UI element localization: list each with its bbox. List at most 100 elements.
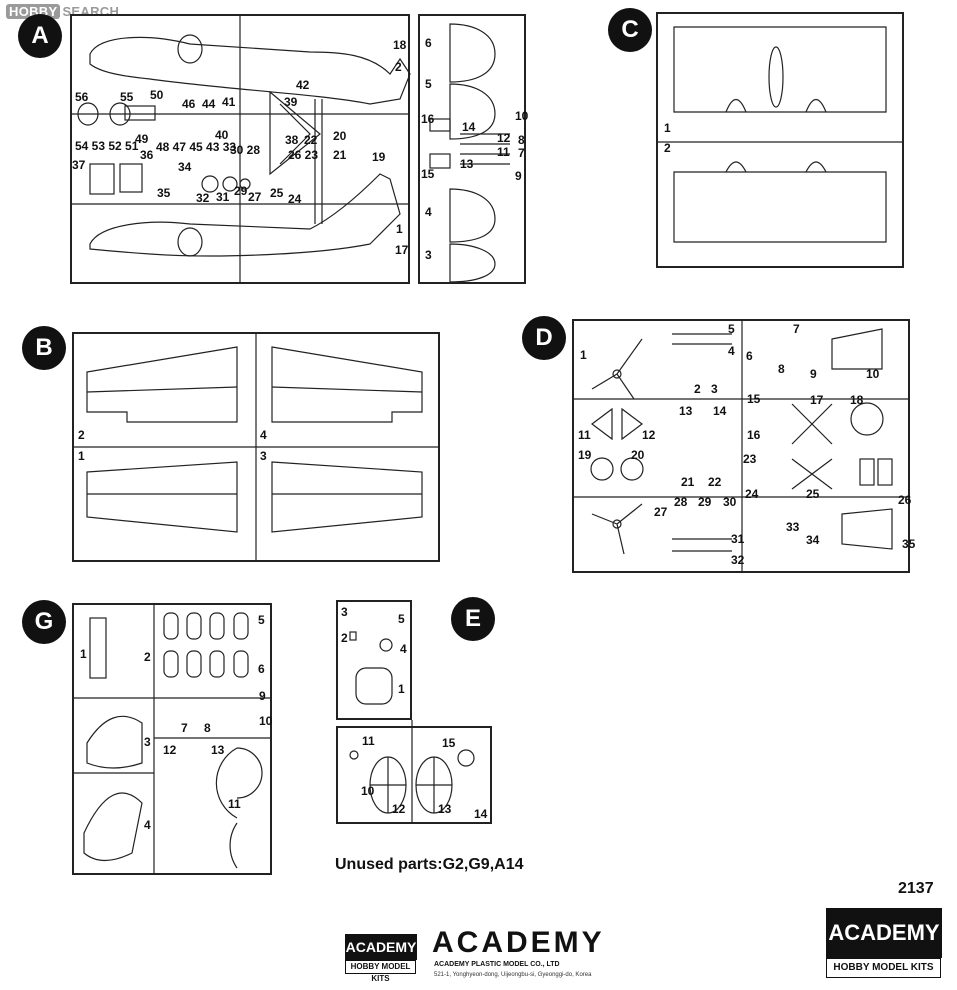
part-number: 14 [474,807,488,821]
part-number: 14 [462,120,476,134]
sprue-e-lower-frame [336,726,492,824]
part-number: 11 [362,734,375,748]
part-number: 1 [80,647,87,661]
part-number: 48 47 45 43 33 [156,140,237,154]
part-number: 2 [664,141,671,155]
part-number: 3 [144,735,151,749]
part-number: 11 [497,145,510,159]
part-number: 34 [178,160,192,174]
part-number: 13 [211,743,225,757]
part-number: 7 [181,721,188,735]
sprue-c-frame [656,12,904,268]
part-number: 10 [866,367,880,381]
part-number: 56 [75,90,89,104]
part-number: 10 [259,714,273,728]
part-number: 38 [285,133,299,147]
sprue-d-badge: D [522,316,566,360]
part-number: 5 [258,613,265,627]
part-number: 1 [398,682,405,696]
part-number: 7 [793,322,800,336]
part-number: 17 [395,243,409,257]
part-number: 40 [215,128,229,142]
part-number: 54 53 52 51 [75,139,139,153]
sprue-e-badge: E [451,597,495,641]
sprue-e-frame [336,600,412,720]
part-number: 19 [372,150,386,164]
part-number: 16 [747,428,761,442]
part-number: 6 [746,349,753,363]
part-number: 10 [361,784,375,798]
part-number: 22 [304,133,318,147]
part-number: 27 [248,190,262,204]
kit-number: 2137 [898,880,934,897]
part-number: 1 [580,348,587,362]
part-number: 2 [694,382,701,396]
part-number: 9 [515,169,522,183]
sprue-c-badge: C [608,8,652,52]
part-number: 12 [497,131,511,145]
part-number: 1 [396,222,403,236]
part-number: 25 [806,487,820,501]
part-number: 49 [135,132,149,146]
part-number: 50 [150,88,164,102]
unused-parts-note: Unused parts:G2,G9,A14 [335,856,524,873]
part-number: 1 [664,121,671,135]
part-number: 19 [578,448,592,462]
part-number: 6 [425,36,432,50]
part-number: 27 [654,505,668,519]
part-number: 2 [78,428,85,442]
sprue-g-drawing [72,603,272,875]
part-number: 5 [398,612,405,626]
sprue-d-frame [572,319,910,573]
part-number: 26 23 [288,148,319,162]
part-number: 28 [674,495,688,509]
part-number: 8 [778,362,785,376]
part-number: 44 [202,97,216,111]
company-name: ACADEMY PLASTIC MODEL CO., LTD [434,961,560,968]
part-number: 22 [708,475,722,489]
part-number: 2 [395,60,402,74]
part-number: 1 [78,449,85,463]
part-number: 4 [144,818,151,832]
part-number: 31 [216,190,230,204]
part-number: 4 [425,205,432,219]
part-number: 2 [144,650,151,664]
part-number: 8 [518,133,525,147]
part-number: 32 [196,191,210,205]
right-logo-subtitle: HOBBY MODEL KITS [826,958,941,978]
part-number: 30 [723,495,737,509]
part-number: 42 [296,78,310,92]
part-number: 11 [228,797,241,811]
part-number: 36 [140,148,154,162]
sprue-g-frame [72,603,272,875]
part-number: 8 [204,721,211,735]
part-number: 13 [438,802,452,816]
part-number: 29 [234,184,248,198]
part-number: 15 [747,392,761,406]
small-logo-subtitle: HOBBY MODEL KITS [345,960,416,983]
sprue-b-drawing [72,332,440,562]
part-number: 41 [222,95,236,109]
part-number: 6 [258,662,265,676]
part-number: 4 [400,642,407,656]
part-number: 21 [681,475,695,489]
company-address: 521-1, Yonghyeon-dong, Uijeongbu-si, Gye… [434,972,592,978]
part-number: 24 [745,487,759,501]
sprue-d-drawing [572,319,910,573]
part-number: 34 [806,533,820,547]
part-number: 5 [728,322,735,336]
part-number: 21 [333,148,347,162]
part-number: 25 [270,186,284,200]
part-number: 13 [679,404,693,418]
part-number: 5 [425,77,432,91]
small-academy-logo: ACADEMY [345,934,417,960]
part-number: 55 [120,90,134,104]
part-number: 3 [425,248,432,262]
part-number: 4 [260,428,267,442]
part-number: 15 [421,167,435,181]
part-number: 4 [728,344,735,358]
part-number: 12 [392,802,406,816]
part-number: 39 [284,95,298,109]
sprue-b-badge: B [22,326,66,370]
sprue-e-drawing [349,631,475,824]
